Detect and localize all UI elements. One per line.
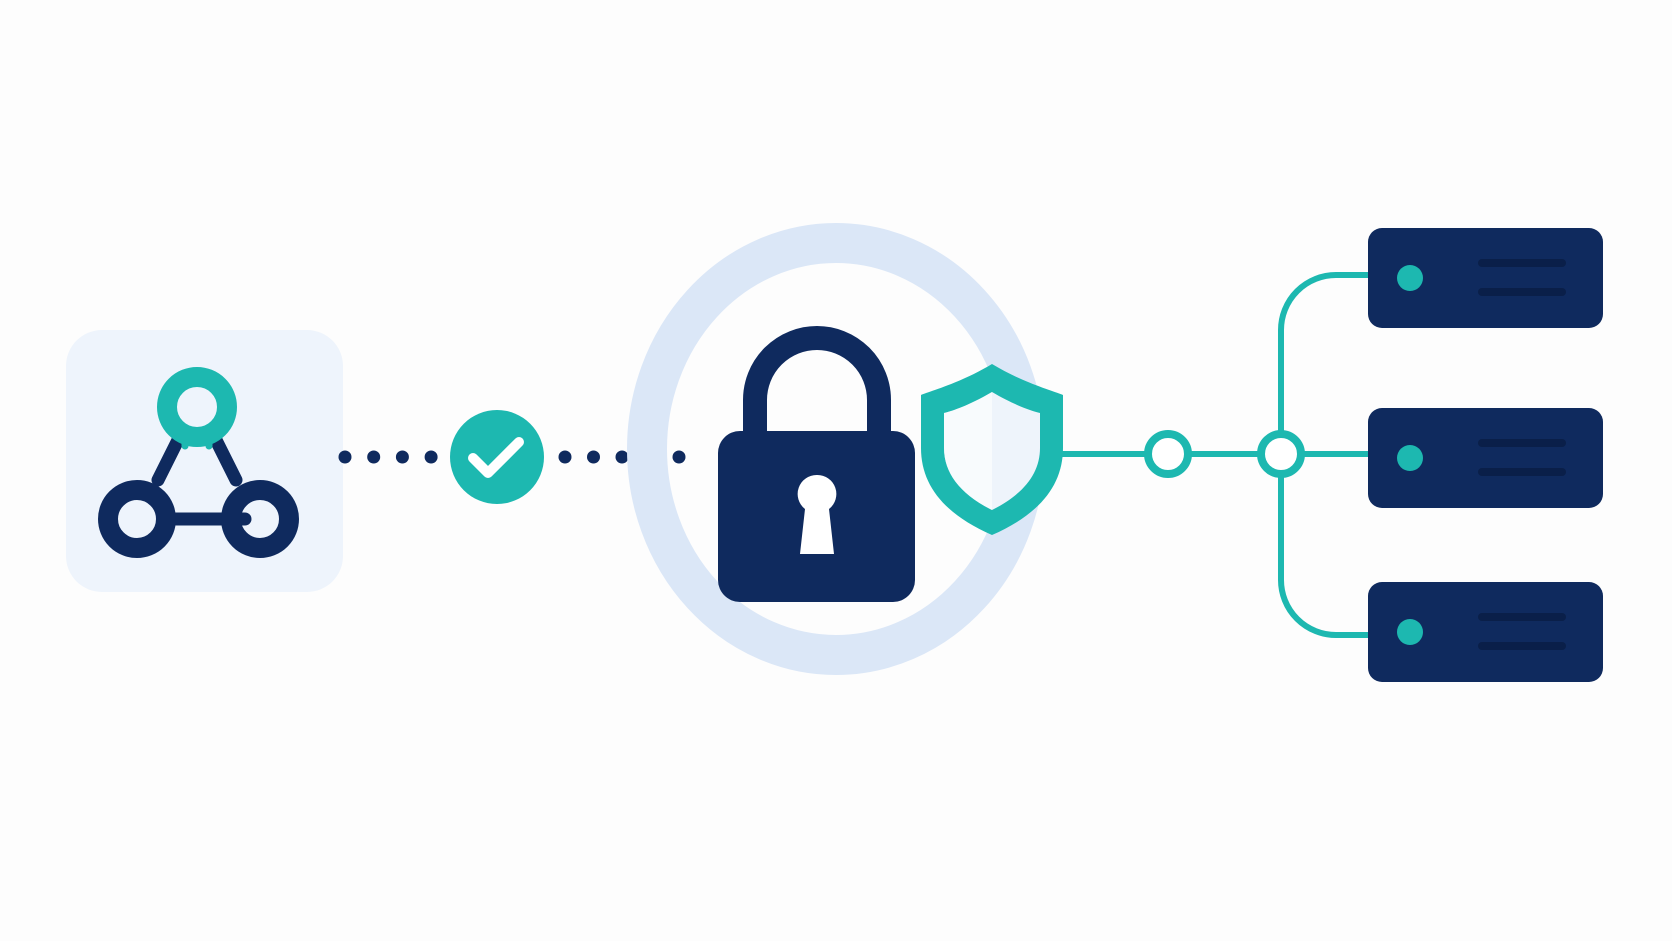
keyhole-icon	[797, 474, 837, 554]
server-body	[1368, 408, 1603, 508]
padlock-shackle	[743, 326, 891, 433]
network-node-1	[1144, 430, 1192, 478]
server-icon	[1368, 228, 1603, 328]
server-status-light	[1397, 265, 1423, 291]
trunk-up	[1278, 272, 1370, 433]
connector-dot	[338, 450, 352, 464]
server-bay-line	[1478, 288, 1566, 296]
connector-dot	[587, 450, 600, 464]
server-body	[1368, 228, 1603, 328]
server-stack	[1368, 228, 1603, 682]
server-bay-line	[1478, 259, 1566, 267]
connector-dot	[395, 450, 409, 464]
connector-dots-left	[338, 450, 438, 464]
server-bay-line	[1478, 468, 1566, 476]
connector-dot	[615, 450, 629, 464]
shield-icon	[921, 364, 1063, 535]
network-links	[1060, 272, 1370, 638]
server-status-light	[1397, 619, 1423, 645]
connector-dot	[367, 450, 381, 464]
network-hub-node	[1257, 430, 1305, 478]
server-icon	[1368, 408, 1603, 508]
check-mark-icon	[468, 437, 524, 478]
webhook-icon	[98, 367, 299, 558]
server-bay-line	[1478, 613, 1566, 621]
server-bay-line	[1478, 642, 1566, 650]
trunk-down	[1278, 475, 1370, 638]
server-bay-line	[1478, 439, 1566, 447]
connector-dot	[424, 450, 438, 464]
padlock-icon	[718, 326, 915, 602]
connector-dot	[672, 450, 686, 464]
shield-half-tone	[944, 392, 992, 510]
webhook-panel	[66, 330, 343, 592]
webhook-source-node	[66, 330, 343, 592]
verification-badge	[450, 410, 544, 504]
server-icon	[1368, 582, 1603, 682]
server-body	[1368, 582, 1603, 682]
connector-dot	[558, 450, 572, 464]
server-status-light	[1397, 445, 1423, 471]
